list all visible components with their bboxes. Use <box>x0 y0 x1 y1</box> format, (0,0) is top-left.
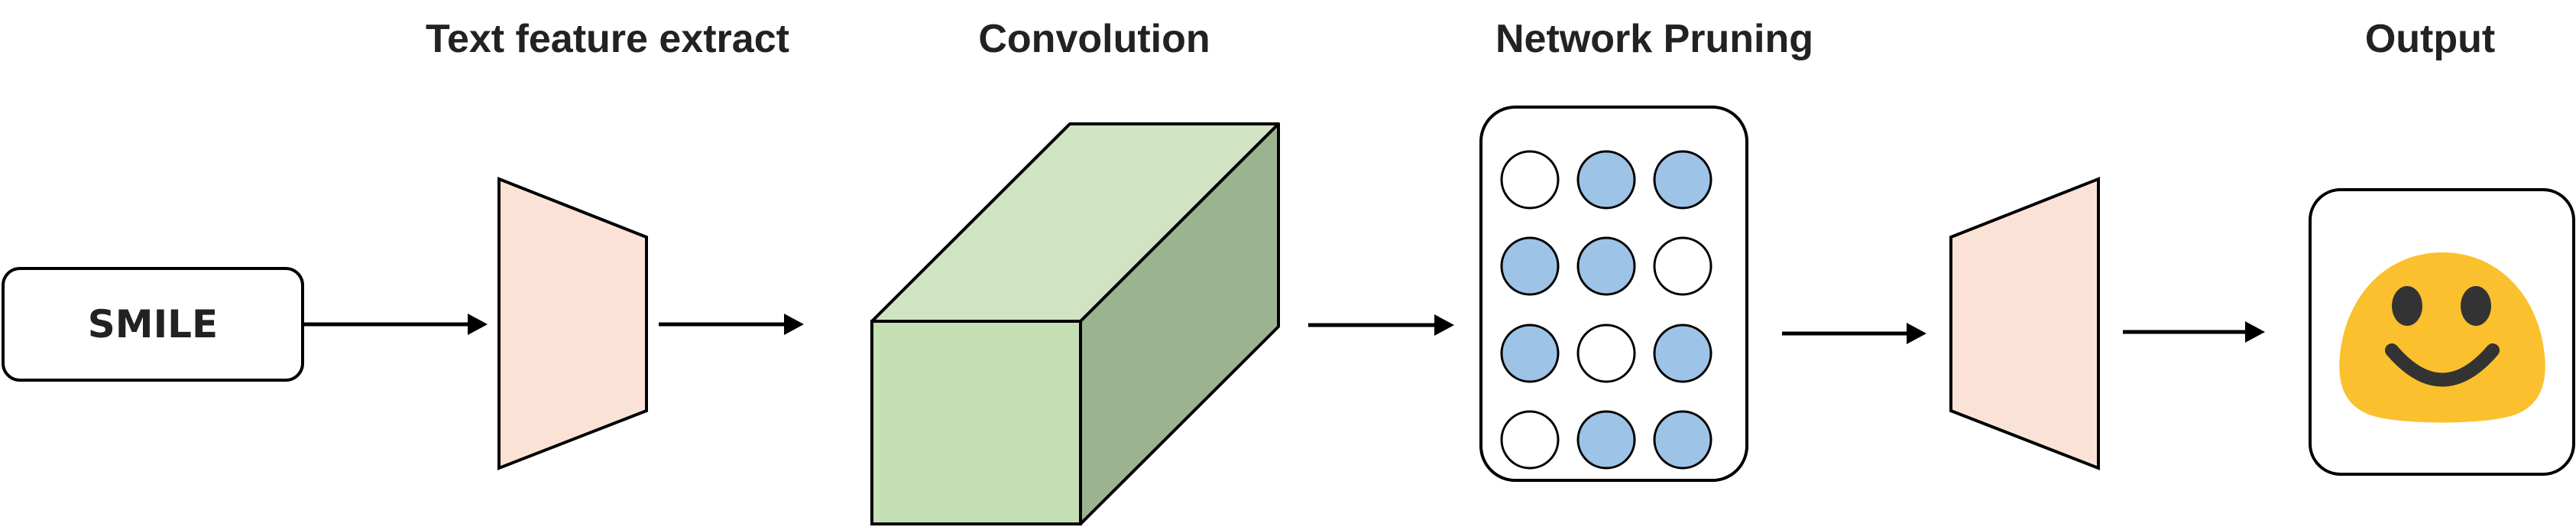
smiley-face-icon <box>2339 252 2545 423</box>
node-off-r2-c3 <box>1653 236 1712 296</box>
pruning-node-grid <box>1500 150 1712 470</box>
output-panel <box>2309 188 2575 476</box>
node-on-r4-c3 <box>1653 410 1712 470</box>
node-on-r3-c3 <box>1653 324 1712 383</box>
decoder-trapezoid <box>1949 177 2100 470</box>
smiley-right-eye <box>2461 286 2491 326</box>
arrow-encoder-to-convolution <box>659 314 804 335</box>
node-on-r1-c3 <box>1653 150 1712 210</box>
smile-label: SMILE <box>88 302 218 346</box>
title-output: Output <box>2365 17 2495 61</box>
title-convolution: Convolution <box>978 17 1210 61</box>
title-text-feature-extract: Text feature extract <box>426 17 789 61</box>
node-off-r4-c1 <box>1500 410 1560 470</box>
node-on-r1-c2 <box>1576 150 1636 210</box>
arrow-convolution-to-pruning <box>1308 314 1454 336</box>
node-off-r1-c1 <box>1500 150 1560 210</box>
arrow-decoder-to-output <box>2123 321 2265 343</box>
network-pruning-panel <box>1479 106 1748 482</box>
title-network-pruning: Network Pruning <box>1495 17 1813 61</box>
smile-box-outline <box>2 267 304 382</box>
node-on-r2-c2 <box>1576 236 1636 296</box>
node-off-r3-c2 <box>1576 324 1636 383</box>
node-on-r2-c1 <box>1500 236 1560 296</box>
node-on-r4-c2 <box>1576 410 1636 470</box>
smiley-mouth <box>2385 343 2500 387</box>
smiley-left-eye <box>2392 286 2422 326</box>
smiley-face-shape <box>2339 252 2545 423</box>
node-on-r3-c1 <box>1500 324 1560 383</box>
feature-extractor-trapezoid <box>497 177 648 470</box>
arrow-input-to-encoder <box>304 314 488 335</box>
cube-front-face <box>870 320 1082 525</box>
convolution-cube <box>870 122 1280 525</box>
smile-input-box: SMILE <box>2 267 304 382</box>
arrow-pruning-to-decoder <box>1782 323 1926 344</box>
